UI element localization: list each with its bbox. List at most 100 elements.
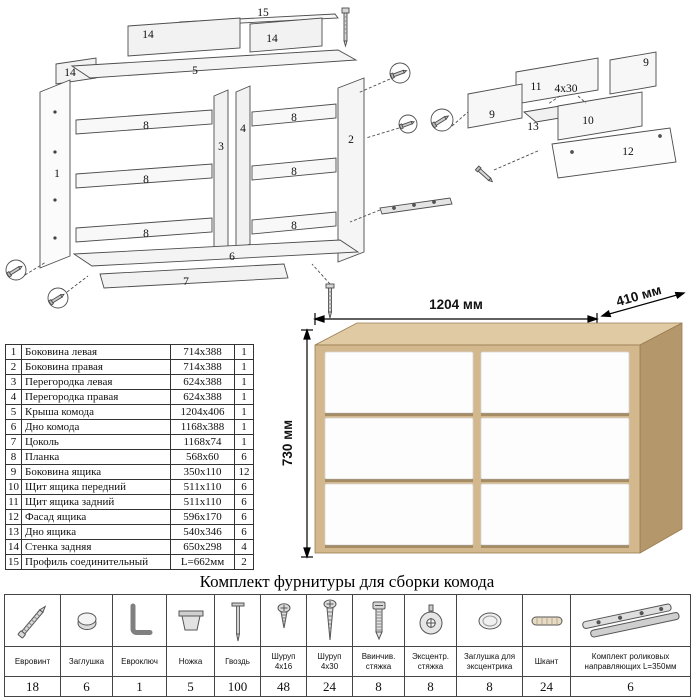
- eccentric-cam-icon: [419, 604, 442, 634]
- part-qty: 6: [234, 524, 254, 540]
- part-name: Щит ящика задний: [21, 494, 171, 510]
- part-name: Дно комода: [21, 419, 171, 435]
- part-name: Профиль соединительный: [21, 554, 171, 570]
- hardware-item-label: Евроключ: [112, 646, 167, 677]
- screw-4x16-icon: [277, 602, 290, 628]
- part-label-8: 8: [291, 166, 297, 178]
- drawer-front: [324, 483, 474, 546]
- diagram-labels: 15 14 14 14 5 1 3 4 2 8 8 8 8 8 8 6 7 11…: [54, 7, 649, 288]
- part-label-14: 14: [266, 33, 278, 45]
- drawer-front: [324, 351, 474, 414]
- part-name: Перегородка левая: [21, 374, 171, 390]
- plank: [251, 211, 337, 235]
- part-size: 1168x388: [170, 419, 235, 435]
- part-number: 5: [5, 404, 22, 420]
- part-qty: 1: [234, 359, 254, 375]
- part-size: 714x388: [170, 344, 235, 360]
- part-name: Дно ящика: [21, 524, 171, 540]
- hardware-item-label: Шкант: [522, 646, 571, 677]
- hardware-qty-row: 18 6 1 5 100 48 24 8 8 8 24 6: [4, 676, 691, 697]
- part-name: Фасад ящика: [21, 509, 171, 525]
- hardware-item-qty: 5: [166, 676, 215, 697]
- side-panel-left: [39, 79, 71, 269]
- part-label-6: 6: [229, 251, 235, 263]
- drawer-exploded-view: [430, 51, 677, 183]
- screw-4x30-icon: [323, 599, 336, 640]
- part-label-8: 8: [143, 174, 149, 186]
- part-size: 540x346: [170, 524, 235, 540]
- part-label-5: 5: [192, 65, 198, 77]
- part-number: 11: [5, 494, 22, 510]
- part-label-9: 9: [643, 57, 649, 69]
- part-number: 4: [5, 389, 22, 405]
- part-size: 511x110: [170, 494, 235, 510]
- width-dimension: [313, 313, 599, 325]
- part-name: Боковина левая: [21, 344, 171, 360]
- cap-icon: [77, 612, 96, 630]
- part-qty: 1: [234, 434, 254, 450]
- hardware-item-qty: 18: [4, 676, 61, 697]
- plinth-board: [99, 263, 289, 289]
- part-label-1: 1: [54, 168, 60, 180]
- connecting-bolt-icon: [372, 601, 385, 640]
- nail-icon: [231, 602, 244, 641]
- part-name: Щит ящика передний: [21, 479, 171, 495]
- hardware-item-qty: 6: [60, 676, 113, 697]
- screw-callout: [430, 108, 469, 132]
- screw-bottom: [311, 263, 335, 319]
- hardware-item-qty: 6: [570, 676, 691, 697]
- hardware-item-qty: 8: [456, 676, 523, 697]
- drawer-back-panel: [515, 57, 599, 105]
- bolt-top: [341, 7, 350, 48]
- drawer-facade: [551, 127, 677, 179]
- plank: [251, 103, 337, 127]
- part-size: 350x110: [170, 464, 235, 480]
- part-qty: 4: [234, 539, 254, 555]
- eccentric-cap-icon: [478, 612, 501, 629]
- hardware-labels-row: Евровинт Заглушка Евроключ Ножка Гвоздь …: [4, 646, 691, 677]
- drawer-side-panel: [609, 51, 657, 95]
- hardware-table: Евровинт Заглушка Евроключ Ножка Гвоздь …: [4, 594, 691, 697]
- hardware-item-label: Ввинчив. стяжка: [352, 646, 405, 677]
- drawer-side-panel: [467, 83, 523, 129]
- partition-left: [213, 89, 229, 255]
- hardware-item-label: Шуруп 4x30: [306, 646, 353, 677]
- hardware-icons-row: [4, 594, 691, 647]
- part-number: 8: [5, 449, 22, 465]
- dowel-icon: [531, 616, 562, 625]
- part-qty: 1: [234, 404, 254, 420]
- part-label-7: 7: [183, 276, 189, 288]
- hardware-item-label: Гвоздь: [214, 646, 261, 677]
- dresser-side-face: [639, 322, 683, 554]
- width-dimension-label: 1204 мм: [429, 297, 483, 312]
- part-label-14: 14: [142, 29, 154, 41]
- hardware-item-label: Эксцентр. стяжка: [404, 646, 457, 677]
- part-label-10: 10: [582, 115, 594, 127]
- drawer-front-panel: [557, 91, 643, 141]
- dresser-render: 1204 мм 410 мм 730 мм: [280, 283, 686, 559]
- hardware-item-qty: 100: [214, 676, 261, 697]
- euro-screw-icon: [17, 604, 46, 638]
- plank: [75, 163, 213, 189]
- hex-key-icon: [130, 603, 152, 635]
- plank: [75, 217, 213, 243]
- hardware-item-qty: 8: [352, 676, 405, 697]
- drawer-front: [480, 351, 630, 414]
- bottom-board: [72, 239, 360, 267]
- hardware-item-label: Ножка: [166, 646, 215, 677]
- hardware-item-label: Заглушка для эксцентрика: [456, 646, 523, 677]
- part-size: 624x388: [170, 389, 235, 405]
